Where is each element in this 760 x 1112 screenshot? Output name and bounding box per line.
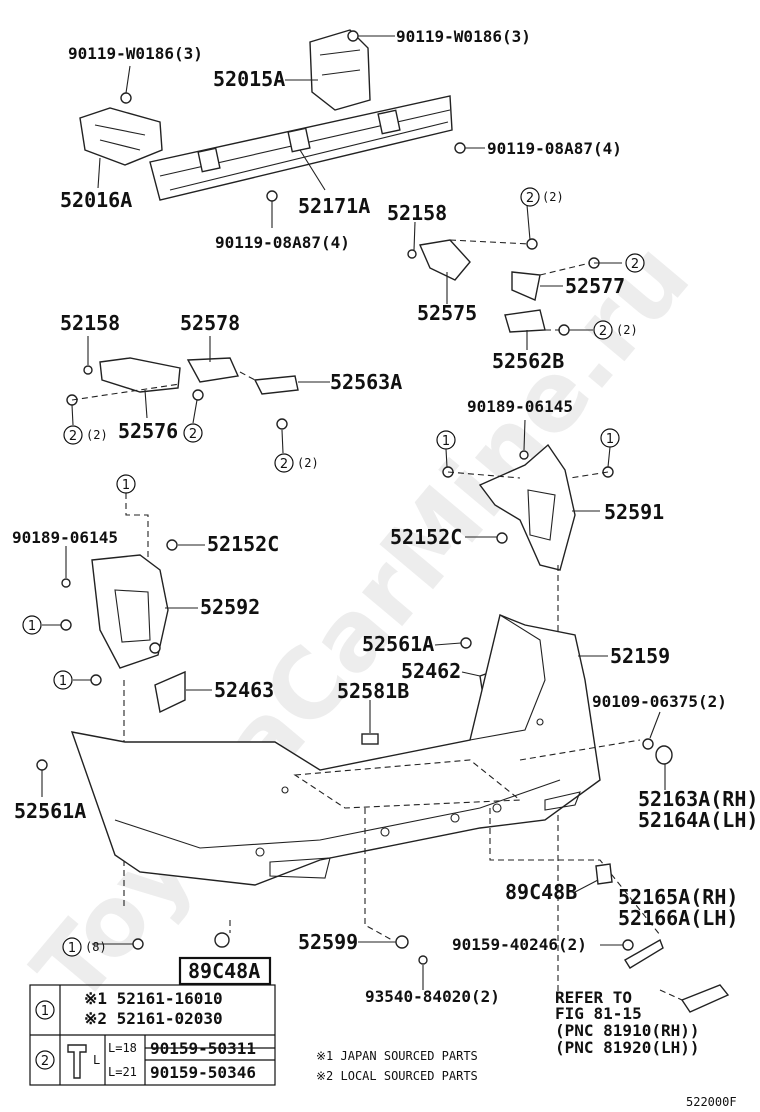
spacer-52463 <box>154 670 186 714</box>
plate-52581B <box>361 733 379 745</box>
footnote-2: ※2 LOCAL SOURCED PARTS <box>316 1069 478 1083</box>
label-93540: 93540-84020(2) <box>365 987 500 1006</box>
circle-2-icon: 2 2 2 <box>63 423 294 473</box>
svg-text:1: 1 <box>122 478 130 493</box>
refer-line-2: FIG 81-15 <box>555 1004 642 1023</box>
legend-l: L <box>93 1053 100 1067</box>
label-52561A-left: 52561A <box>14 799 86 823</box>
label-52562B: 52562B <box>492 349 564 373</box>
bolt-icon <box>67 1044 87 1079</box>
svg-text:2: 2 <box>599 324 607 339</box>
qty-label: (2) <box>86 428 108 442</box>
label-90189-left: 90189-06145 <box>12 528 118 547</box>
svg-text:1: 1 <box>28 619 36 634</box>
legend-row1-note1: ※1 52161-16010 <box>84 989 223 1008</box>
legend-pn2: 90159-50346 <box>150 1063 256 1082</box>
legend-row1-note2: ※2 52161-02030 <box>84 1009 223 1028</box>
label-52152C-left: 52152C <box>207 532 279 556</box>
qty-label: (2) <box>297 456 319 470</box>
cover-52599 <box>395 935 409 949</box>
circle-2-icon: 2 2 2 <box>520 187 645 340</box>
label-52576: 52576 <box>118 419 178 443</box>
circle-1-icon: 1 1 <box>436 428 620 450</box>
label-90109: 90109-06375(2) <box>592 692 727 711</box>
label-52577: 52577 <box>565 274 625 298</box>
label-bolt-mid-left: 90119-08A87(4) <box>215 233 350 252</box>
refer-line-1: REFER TO <box>555 988 632 1007</box>
bumper-reinforcement <box>149 95 453 201</box>
label-52171A: 52171A <box>298 194 370 218</box>
reflector-lamp <box>655 745 673 765</box>
refer-line-4: (PNC 81920(LH)) <box>555 1038 700 1057</box>
label-52581B: 52581B <box>337 679 409 703</box>
circle-1-icon: 1 1 1 <box>22 474 136 690</box>
label-89C48B: 89C48B <box>505 880 577 904</box>
svg-text:1: 1 <box>68 941 76 956</box>
label-52578: 52578 <box>180 311 240 335</box>
svg-text:1: 1 <box>41 1004 49 1019</box>
label-bolt-top-left: 90119-W0186(3) <box>68 44 203 63</box>
qty-label: (2) <box>542 190 564 204</box>
label-52164A: 52164A(LH) <box>638 808 758 832</box>
diagram-code: 522000F <box>686 1095 737 1109</box>
svg-text:2: 2 <box>631 257 639 272</box>
label-90189-right: 90189-06145 <box>467 397 573 416</box>
svg-text:1: 1 <box>59 674 67 689</box>
svg-text:1: 1 <box>606 432 614 447</box>
label-52163A: 52163A(RH) <box>638 787 758 811</box>
label-52158-left: 52158 <box>60 311 120 335</box>
label-89C48A: 89C48A <box>188 959 260 983</box>
label-bolt-mid-right: 90119-08A87(4) <box>487 139 622 158</box>
label-52015A: 52015A <box>213 67 285 91</box>
svg-text:2: 2 <box>69 429 77 444</box>
bumper-cover-52159 <box>70 614 601 886</box>
label-bolt-top-right: 90119-W0186(3) <box>396 27 531 46</box>
mudguard-left-52592 <box>60 539 178 686</box>
qty-label: (2) <box>616 323 638 337</box>
legend-table: 1 2 ※1 52161-16010 ※2 52161-02030 L L=18… <box>29 984 276 1086</box>
label-52599: 52599 <box>298 930 358 954</box>
label-52462: 52462 <box>401 659 461 683</box>
svg-text:1: 1 <box>442 434 450 449</box>
legend-pn1: 90159-50311 <box>150 1039 256 1058</box>
label-52166A: 52166A(LH) <box>618 906 738 930</box>
svg-text:2: 2 <box>41 1054 49 1069</box>
mudguard-right-52591 <box>442 443 614 571</box>
sensor-89C48B <box>595 863 613 885</box>
label-52152C-right: 52152C <box>390 525 462 549</box>
label-52158-right: 52158 <box>387 201 447 225</box>
svg-text:2: 2 <box>189 427 197 442</box>
label-52563A: 52563A <box>330 370 402 394</box>
label-52575: 52575 <box>417 301 477 325</box>
label-52591: 52591 <box>604 500 664 524</box>
svg-text:2: 2 <box>280 457 288 472</box>
refer-line-3: (PNC 81910(RH)) <box>555 1021 700 1040</box>
legend-l21: L=21 <box>108 1065 137 1079</box>
label-52159: 52159 <box>610 644 670 668</box>
bracket-left-52016A <box>79 107 163 166</box>
label-52561A-right: 52561A <box>362 632 434 656</box>
svg-text:2: 2 <box>526 191 534 206</box>
legend-l18: L=18 <box>108 1041 137 1055</box>
retainer-group-left <box>66 357 299 430</box>
bracket-right-52015A <box>309 29 371 111</box>
label-52165A: 52165A(RH) <box>618 885 738 909</box>
label-52592: 52592 <box>200 595 260 619</box>
label-90159: 90159-40246(2) <box>452 935 587 954</box>
label-52016A: 52016A <box>60 188 132 212</box>
footnote-1: ※1 JAPAN SOURCED PARTS <box>316 1049 478 1063</box>
sensor-89C48A <box>214 932 230 948</box>
label-52463: 52463 <box>214 678 274 702</box>
qty-label: (8) <box>85 940 107 954</box>
circle-1-icon: 1 <box>62 937 82 957</box>
